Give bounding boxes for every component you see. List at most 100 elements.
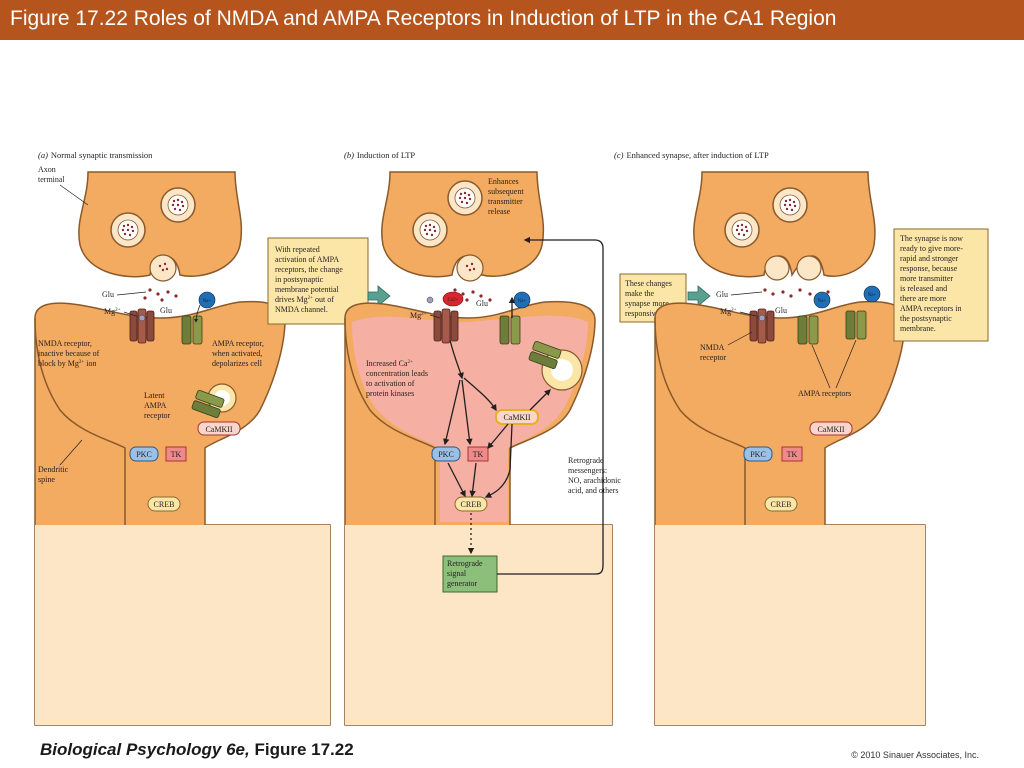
- ca-ion-b: Ca2+: [448, 298, 459, 303]
- glu-label-c2: Glu: [775, 306, 787, 315]
- latent-label-1: Latent: [144, 391, 165, 400]
- nmda-receptor-c: [749, 308, 775, 344]
- na-ion-c2: Na+: [868, 293, 877, 298]
- axon-terminal-label-2: terminal: [38, 175, 65, 184]
- note-c-line-8: AMPA receptors in: [900, 304, 961, 313]
- increased-line-4: protein kinases: [366, 389, 414, 398]
- enhances-line-3: transmitter: [488, 197, 523, 206]
- nmda-receptor-a: [129, 308, 155, 344]
- note-ab-line-1: With repeated: [275, 245, 320, 254]
- note-c-line-6: is released and: [900, 284, 947, 293]
- mg-label-a: Mg2+: [104, 307, 121, 316]
- panel-b: Ca2+ Na+ Glu Mg2+ Increased Ca2+ concent…: [344, 171, 621, 726]
- nmda-receptor-b: [433, 308, 459, 344]
- glu-label-a: Glu: [102, 290, 114, 299]
- dendritic-label-1: Dendritic: [38, 465, 69, 474]
- tk-b: TK: [473, 450, 484, 459]
- retro-msg-1: Retrograde: [568, 456, 604, 465]
- note-box-c: [893, 228, 989, 342]
- figure-number: Figure 17.22: [249, 740, 354, 759]
- nmda-label-a-3: block by Mg2+ ion: [38, 359, 96, 368]
- mg-label-b: Mg2+: [410, 311, 427, 320]
- camkii-b: CaMKII: [503, 413, 530, 422]
- camkii-a: CaMKII: [205, 425, 232, 434]
- nmda-label-a-1: NMDA receptor,: [38, 339, 92, 348]
- note-ab-line-6: drives Mg2+out of: [275, 295, 334, 304]
- note-bc-line-1: These changes: [625, 279, 672, 288]
- arrow-a-to-b: [367, 285, 391, 307]
- increased-line-1: Increased Ca2+: [366, 359, 413, 368]
- retrograde-generator-box: [442, 555, 498, 593]
- note-c-line-7: there are more: [900, 294, 947, 303]
- nmda-label-c-1: NMDA: [700, 343, 725, 352]
- retro-gen-1: Retrograde: [447, 559, 483, 568]
- note-c-line-1: The synapse is now: [900, 234, 963, 243]
- pkc-b: PKC: [438, 450, 454, 459]
- ampa-receptors-label-c: AMPA receptors: [798, 389, 851, 398]
- note-box-ab: [267, 237, 369, 325]
- dendritic-label-2: spine: [38, 475, 55, 484]
- enhances-line-4: release: [488, 207, 511, 216]
- arrow-b-to-c: [687, 285, 711, 307]
- ampa-label-a-3: depolarizes cell: [212, 359, 263, 368]
- panel-c-letter: (c): [614, 150, 624, 160]
- axon-terminal-label-1: Axon: [38, 165, 56, 174]
- retro-msg-3: NO, arachidonic: [568, 476, 621, 485]
- panel-a-letter: (a): [38, 150, 48, 160]
- increased-line-2: concentration leads: [366, 369, 428, 378]
- pkc-c: PKC: [750, 450, 766, 459]
- note-ab-line-2: activation of AMPA: [275, 255, 339, 264]
- tk-a: TK: [171, 450, 182, 459]
- creb-b: CREB: [461, 500, 482, 509]
- camkii-c: CaMKII: [817, 425, 844, 434]
- title-bar: Figure 17.22 Roles of NMDA and AMPA Rece…: [0, 0, 1024, 40]
- retro-gen-3: generator: [447, 579, 478, 588]
- note-c-line-4: response, because: [900, 264, 958, 273]
- panel-a: Na+ Glu Glu Mg2+ NMDA receptor, inactive…: [34, 165, 331, 726]
- note-ab-line-5: membrane potential: [275, 285, 340, 294]
- nmda-label-a-2: inactive because of: [38, 349, 100, 358]
- panel-b-letter: (b): [344, 150, 354, 160]
- na-ion-b: Na+: [518, 299, 527, 304]
- pkc-a: PKC: [136, 450, 152, 459]
- note-c-line-10: membrane.: [900, 324, 936, 333]
- note-bc-line-2: make the: [625, 289, 655, 298]
- copyright: © 2010 Sinauer Associates, Inc.: [851, 750, 979, 760]
- panel-a-heading: (a)Normal synaptic transmission: [38, 150, 153, 160]
- increased-line-3: to activation of: [366, 379, 415, 388]
- ampa-label-a-1: AMPA receptor,: [212, 339, 264, 348]
- note-c-line-5: more transmitter: [900, 274, 953, 283]
- glu-label-b: Glu: [476, 299, 488, 308]
- note-c-line-3: rapid and stronger: [900, 254, 959, 263]
- tk-c: TK: [787, 450, 798, 459]
- panel-b-heading-text: Induction of LTP: [357, 150, 416, 160]
- retro-gen-2: signal: [447, 569, 467, 578]
- book-citation: Biological Psychology 6e, Figure 17.22: [40, 740, 354, 760]
- note-bc-line-3: synapse more: [625, 299, 669, 308]
- note-c-line-2: ready to give more-: [900, 244, 963, 253]
- glu-label-a2: Glu: [160, 306, 172, 315]
- creb-a: CREB: [154, 500, 175, 509]
- panel-c-heading-text: Enhanced synapse, after induction of LTP: [626, 150, 769, 160]
- panel-c: Na+ Na+ Glu Glu Mg2+ NMDA receptor AMPA …: [654, 171, 926, 726]
- mg-label-c: Mg2+: [720, 307, 737, 316]
- ampa-label-a-2: when activated,: [212, 349, 262, 358]
- note-ab-line-4: in postsynaptic: [275, 275, 324, 284]
- note-box-bc: [619, 273, 687, 323]
- book-title: Biological Psychology 6e,: [40, 740, 250, 759]
- na-ion-c1: Na+: [818, 299, 827, 304]
- creb-c: CREB: [771, 500, 792, 509]
- na-ion-a: Na+: [203, 299, 212, 304]
- panel-c-heading: (c)Enhanced synapse, after induction of …: [614, 150, 769, 160]
- axon-terminal-c: [693, 171, 876, 278]
- figure-title: Figure 17.22 Roles of NMDA and AMPA Rece…: [10, 7, 837, 30]
- nmda-label-c-2: receptor: [700, 353, 727, 362]
- latent-label-3: receptor: [144, 411, 171, 420]
- note-bc-line-4: responsive.: [625, 309, 661, 318]
- retro-msg-4: acid, and others: [568, 486, 618, 495]
- retro-msg-2: messengers:: [568, 466, 607, 475]
- note-ab-line-7: NMDA channel.: [275, 305, 328, 314]
- glu-label-c: Glu: [716, 290, 728, 299]
- enhances-line-2: subsequent: [488, 187, 524, 196]
- note-ab-line-3: receptors, the change: [275, 265, 343, 274]
